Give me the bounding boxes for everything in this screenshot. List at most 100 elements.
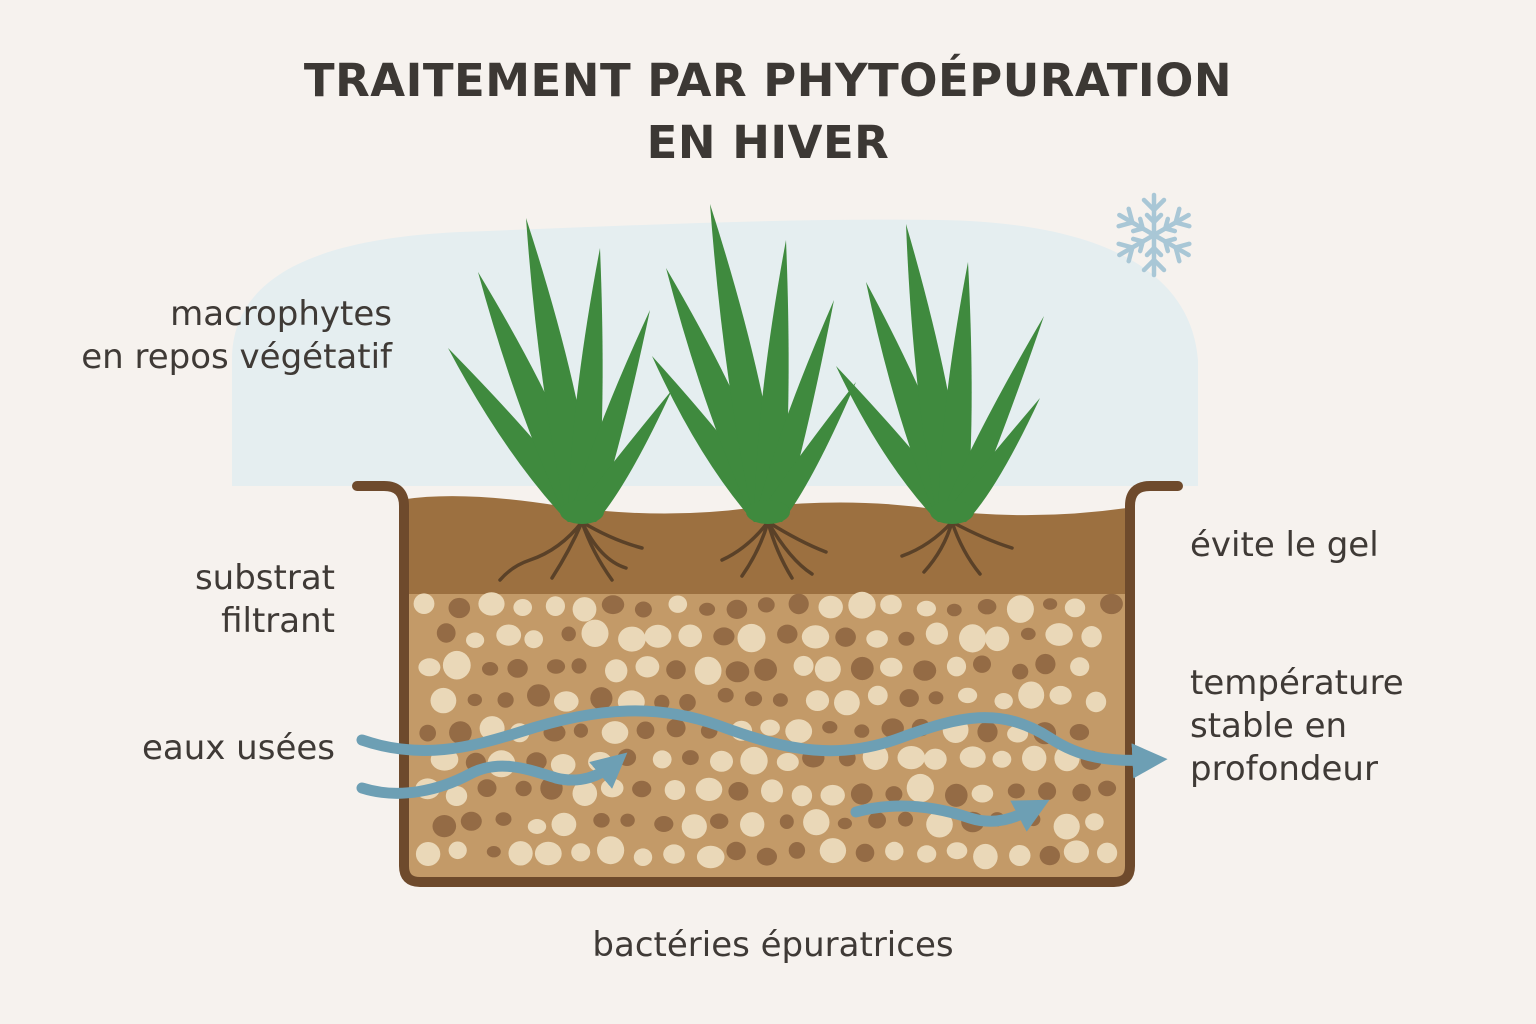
gravel-pebble-light [994, 693, 1013, 710]
gravel-pebble-light [466, 632, 485, 648]
gravel-pebble-dark [617, 748, 637, 767]
gravel-pebble-light [571, 843, 591, 862]
gravel-pebble-dark [546, 659, 566, 674]
gravel-pebble-dark [527, 684, 550, 707]
reed-leaf [938, 316, 1044, 522]
gravel-pebble-dark [977, 721, 998, 743]
gravel-pebble-dark [448, 597, 471, 619]
gravel-pebble-light [413, 593, 435, 614]
gravel-pebble-light [973, 843, 998, 870]
gravel-pebble-dark [946, 603, 962, 617]
reed-plant [652, 204, 856, 524]
gravel-pebble-light [866, 630, 888, 648]
gravel-pebble-light [1070, 657, 1090, 677]
gravel-pebble-dark [788, 842, 806, 859]
gravel-pebble-dark [1035, 653, 1056, 675]
gravel-pebble-light [761, 779, 783, 803]
gravel-pebble-dark [855, 843, 875, 863]
gravel-pebble-dark [710, 813, 729, 829]
gravel-pebble-light [803, 809, 830, 836]
label-macrophytes: macrophytes en repos végétatif [40, 293, 392, 379]
gravel-pebble-light [478, 592, 505, 616]
gravel-pebble-dark [726, 841, 746, 861]
gravel-pebble-dark [835, 627, 856, 647]
gravel-pebble-dark [717, 687, 734, 703]
gravel-pebble-dark [590, 687, 613, 710]
reed-plant [448, 218, 672, 524]
gravel-pebble-light [1085, 691, 1107, 713]
label-temperature-line1: température [1190, 663, 1404, 703]
gravel-pebble-light [644, 624, 672, 648]
gravel-pebble-light [925, 622, 949, 645]
reed-leaf [568, 310, 650, 522]
gravel-pebble-light [1063, 840, 1089, 863]
gravel-pebble-dark [679, 694, 696, 711]
label-macrophytes-line2: en repos végétatif [81, 337, 392, 377]
gravel-pebble-light [678, 624, 702, 648]
gravel-pebble-dark [713, 627, 735, 646]
gravel-pebble-dark [666, 660, 686, 680]
gravel-pebble-light [805, 690, 830, 711]
gravel-pebble-light [1049, 685, 1072, 705]
gravel-pebble-dark [728, 782, 749, 801]
plant-roots [498, 520, 1014, 582]
gravel-pebble-dark [477, 779, 497, 797]
gravel-pebble-dark [515, 780, 532, 797]
gravel-pebble-dark [460, 811, 482, 831]
gravel-pebble-dark [634, 601, 652, 618]
gravel-pebble-dark [973, 655, 991, 673]
label-temperature: température stable en profondeur [1190, 662, 1404, 791]
gravel-pebble-dark [757, 597, 775, 613]
gravel-pebble-dark [699, 602, 716, 616]
gravel-pebble-light [1018, 681, 1045, 709]
gravel-pebble-light [1097, 842, 1118, 864]
gravel-pebble-dark [788, 593, 809, 615]
gravel-pebble-dark [1039, 845, 1061, 866]
gravel-pebble-dark [571, 658, 587, 674]
gravel-pebble-dark [497, 692, 514, 708]
gravel-pebble-light [740, 746, 768, 775]
gravel-pebble-light [600, 778, 624, 798]
gravel-pebble-light [668, 595, 688, 613]
gravel-pebble-dark [945, 783, 968, 807]
gravel-pebble-light [1006, 595, 1034, 623]
label-temperature-line2: stable en [1190, 706, 1348, 746]
gravel-pebble-light [1009, 845, 1031, 866]
reed-plant-base [560, 500, 604, 524]
gravel-pebble-light [551, 812, 577, 837]
gravel-pebble-light [897, 746, 926, 770]
gravel-pebble-light [696, 845, 725, 869]
gravel-pebble-light [1045, 623, 1073, 646]
water-flow [356, 705, 1168, 832]
gravel-pebble-light [785, 719, 813, 744]
gravel-pebble-dark [632, 780, 652, 798]
gravel-pebble-light [985, 626, 1010, 652]
gravel-pebble-light [867, 685, 888, 706]
gravel-pebble-light [581, 619, 609, 647]
water-flow-arrow [356, 705, 1168, 779]
gravel-pebble-light [834, 690, 860, 716]
gravel-pebble-light [737, 623, 766, 653]
gravel-pebble-dark [885, 786, 903, 803]
label-eaux-usees: eaux usées [141, 728, 335, 768]
snowflake-icon [1116, 192, 1192, 278]
gravel-pebble-light [418, 658, 441, 677]
gravel-pebble-dark [601, 595, 625, 615]
label-substrat-line1: substrat [194, 558, 335, 598]
gravel-pebble-light [776, 753, 799, 771]
gravel-pebble-dark [482, 662, 499, 676]
gravel-pebble-dark [436, 623, 456, 643]
gravel-pebble-light [448, 841, 467, 860]
gravel-pebble-dark [419, 724, 437, 742]
gravel-pebble-dark [495, 812, 512, 826]
gravel-pebble-light [442, 650, 471, 680]
gravel-pebble-light [710, 750, 733, 772]
reed-plant-base [930, 500, 974, 524]
gravel-pebble-light [801, 625, 830, 649]
water-flow-arrow [850, 799, 1050, 832]
gravel-pebble-light [415, 842, 441, 866]
gravel-pebble-light [545, 596, 566, 616]
gravel-pebble-dark [561, 626, 576, 642]
gravel-pebble-dark [899, 689, 919, 708]
